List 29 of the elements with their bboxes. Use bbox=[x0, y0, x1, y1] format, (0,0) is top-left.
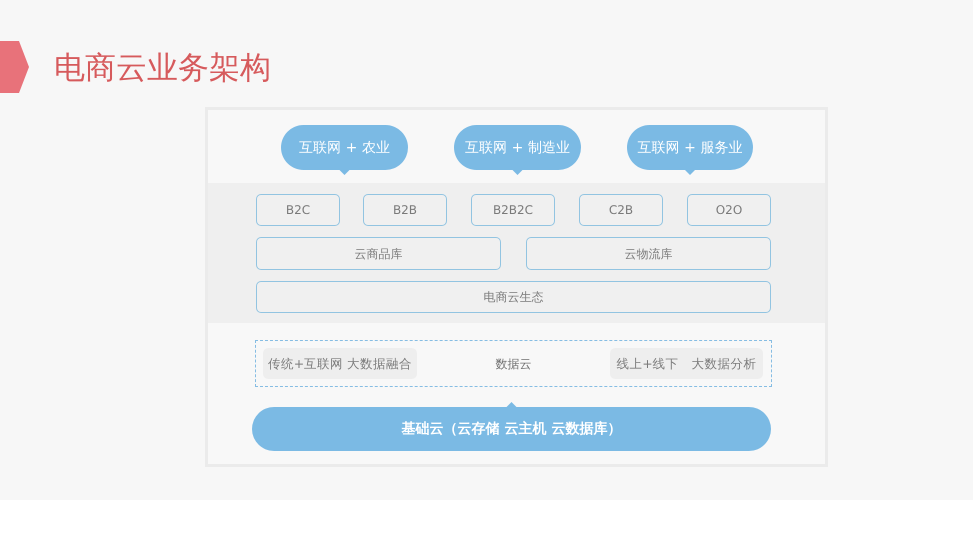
tag-text: 传统+互联网 大数据融合 bbox=[268, 356, 412, 372]
box-text: B2B bbox=[392, 202, 418, 218]
box-text: B2B2C bbox=[492, 202, 534, 218]
model-box bbox=[256, 281, 771, 313]
box-text: B2C bbox=[286, 202, 310, 218]
group-title: 数据云 bbox=[496, 356, 532, 372]
tag-text: 线上+线下 大数据分析 bbox=[616, 356, 757, 372]
model-box bbox=[363, 194, 447, 226]
banner-text: 基础云（云存储 云主机 云数据库） bbox=[402, 420, 622, 438]
box-text: O2O bbox=[716, 202, 742, 218]
model-box bbox=[256, 194, 340, 226]
box-text: C2B bbox=[608, 202, 634, 218]
speech-bubble bbox=[454, 125, 581, 175]
box-text: 电商云生态 bbox=[484, 289, 544, 305]
bubble-text: 互联网 + 服务业 bbox=[638, 138, 742, 156]
model-box bbox=[471, 194, 555, 226]
model-box bbox=[526, 237, 771, 270]
model-box bbox=[687, 194, 771, 226]
box-text: 云商品库 bbox=[354, 246, 402, 262]
base-banner bbox=[252, 402, 771, 451]
bubble-text: 互联网 + 制造业 bbox=[465, 138, 570, 156]
page-title: 电商云业务架构 bbox=[54, 49, 271, 88]
dashed-group-frame bbox=[255, 340, 772, 387]
speech-bubble bbox=[627, 125, 753, 175]
model-box bbox=[256, 237, 501, 270]
speech-bubble bbox=[281, 125, 408, 175]
model-box bbox=[579, 194, 663, 226]
box-text: 云物流库 bbox=[624, 246, 672, 262]
bubble-text: 互联网 + 农业 bbox=[299, 138, 390, 156]
